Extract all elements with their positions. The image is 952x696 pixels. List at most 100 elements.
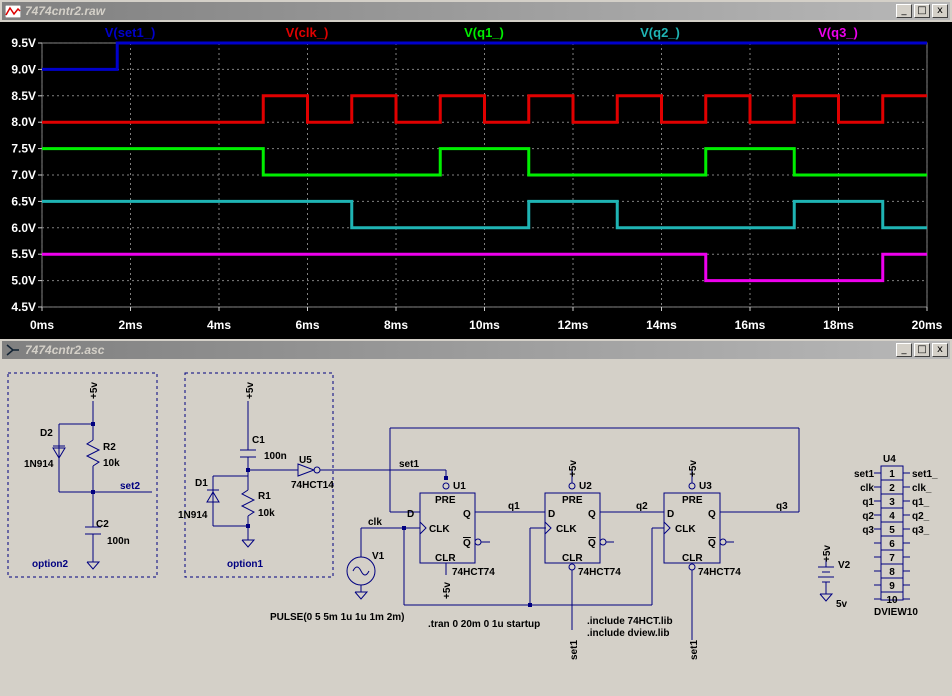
u1-pre: PRE — [435, 495, 456, 506]
dview-pin-number: 7 — [889, 553, 895, 564]
option1-label: option1 — [227, 559, 264, 570]
u2-label: U2 — [579, 481, 592, 492]
y-tick-label: 5.5V — [11, 247, 36, 261]
minimize-button[interactable]: _ — [896, 4, 912, 18]
dview-right-net: q2_ — [912, 511, 930, 522]
c1-value: 100n — [264, 451, 287, 462]
u3-pre: PRE — [682, 495, 703, 506]
v1-value: PULSE(0 5 5m 1u 1u 1m 2m) — [270, 612, 405, 623]
x-tick-label: 12ms — [558, 318, 589, 332]
v1-label: V1 — [372, 551, 385, 562]
minimize-button[interactable]: _ — [896, 343, 912, 357]
u1-vcc: +5v — [442, 582, 453, 599]
u4-label: U4 — [883, 454, 896, 465]
vcc-label-option2: +5v — [89, 382, 100, 399]
dview-pin-number: 10 — [886, 595, 898, 606]
schematic-canvas[interactable]: option2 option1 — [2, 361, 950, 691]
legend-entry[interactable]: V(q2_) — [640, 25, 680, 40]
u3-q: Q — [708, 509, 716, 520]
y-tick-label: 4.5V — [11, 300, 36, 314]
x-tick-label: 18ms — [823, 318, 854, 332]
u2-q: Q — [588, 509, 596, 520]
x-tick-label: 4ms — [207, 318, 231, 332]
q3-net-label: q3 — [776, 501, 788, 512]
dview-right-net: set1_ — [912, 469, 938, 480]
schematic-titlebar[interactable]: 7474cntr2.asc _ □ x — [2, 341, 950, 359]
close-button[interactable]: x — [932, 343, 948, 357]
include-74hct: .include 74HCT.lib — [587, 616, 673, 627]
series-line-3[interactable] — [42, 199, 927, 230]
dview-pin-number: 9 — [889, 581, 895, 592]
y-tick-label: 6.5V — [11, 194, 36, 208]
u3-vcc: +5v — [688, 460, 699, 477]
u2-qbar: Q — [588, 538, 596, 549]
u1-clk: CLK — [429, 524, 450, 535]
u5-label: U5 — [299, 455, 312, 466]
waveform-window: 7474cntr2.raw _ □ x 4.5V 5.0V 5.5V 6.0V 6.5V… — [0, 0, 952, 340]
series-line-0[interactable] — [42, 41, 927, 71]
q2-net-label: q2 — [636, 501, 648, 512]
legend-entry[interactable]: V(q1_) — [464, 25, 504, 40]
y-tick-label: 7.5V — [11, 142, 36, 156]
restore-button[interactable]: □ — [914, 4, 930, 18]
x-tick-label: 10ms — [469, 318, 500, 332]
series-line-1[interactable] — [42, 94, 927, 124]
v2-label: V2 — [838, 560, 851, 571]
dview-right-net: clk_ — [912, 483, 932, 494]
include-dview: .include dview.lib — [587, 628, 669, 639]
v2-value: 5v — [836, 599, 848, 610]
dview-left-net: q3 — [862, 525, 874, 536]
u2-model: 74HCT74 — [578, 567, 621, 578]
y-tick-label: 7.0V — [11, 168, 36, 182]
y-tick-label: 9.0V — [11, 62, 36, 76]
waveform-window-title: 7474cntr2.raw — [25, 4, 106, 18]
r2-label: R2 — [103, 442, 116, 453]
q1-net-label: q1 — [508, 501, 520, 512]
dview-pin-number: 4 — [889, 511, 895, 522]
x-tick-label: 6ms — [295, 318, 319, 332]
set1-u2-label: set1 — [569, 640, 580, 660]
u4-model: DVIEW10 — [874, 607, 918, 618]
u2-d: D — [548, 509, 555, 520]
dview-left-net: q1 — [862, 497, 874, 508]
u2-clk: CLK — [556, 524, 577, 535]
y-tick-label: 5.0V — [11, 274, 36, 288]
v2-vcc: +5v — [822, 545, 833, 562]
u3-clk: CLK — [675, 524, 696, 535]
u3-label: U3 — [699, 481, 712, 492]
legend-entry[interactable]: V(set1_) — [105, 25, 156, 40]
y-tick-label: 9.5V — [11, 36, 36, 50]
waveform-titlebar[interactable]: 7474cntr2.raw _ □ x — [2, 2, 950, 20]
close-button[interactable]: x — [932, 4, 948, 18]
y-tick-label: 8.5V — [11, 89, 36, 103]
waveform-plot[interactable]: 4.5V 5.0V 5.5V 6.0V 6.5V 7.0V 7.5V 8.0V 8.5V 9.0V… — [0, 22, 952, 340]
x-tick-label: 8ms — [384, 318, 408, 332]
dview-right-net: q1_ — [912, 497, 930, 508]
schematic-window: 7474cntr2.asc _ □ x option2 option1 — [0, 339, 952, 696]
schematic-window-title: 7474cntr2.asc — [25, 343, 105, 357]
restore-button[interactable]: □ — [914, 343, 930, 357]
option2-box — [7, 372, 158, 578]
u3-d: D — [667, 509, 674, 520]
y-tick-label: 6.0V — [11, 221, 36, 235]
u5-model: 74HCT14 — [291, 480, 334, 491]
legend-entry[interactable]: V(q3_) — [818, 25, 858, 40]
x-tick-label: 14ms — [646, 318, 677, 332]
d2-label: D2 — [40, 428, 53, 439]
clk-net-label: clk — [368, 517, 382, 528]
u3-model: 74HCT74 — [698, 567, 741, 578]
x-tick-label: 16ms — [735, 318, 766, 332]
set1-net-label: set1 — [399, 459, 419, 470]
u3-clr: CLR — [682, 553, 703, 564]
y-tick-label: 8.0V — [11, 115, 36, 129]
series-line-4[interactable] — [42, 252, 927, 283]
r1-label: R1 — [258, 491, 271, 502]
option1-box — [184, 372, 334, 578]
tran-directive: .tran 0 20m 0 1u startup — [428, 619, 540, 630]
option2-label: option2 — [32, 559, 69, 570]
u1-d: D — [407, 509, 414, 520]
u2-vcc: +5v — [568, 460, 579, 477]
series-line-2[interactable] — [42, 147, 927, 177]
legend-entry[interactable]: V(clk_) — [286, 25, 329, 40]
dview-left-net: q2 — [862, 511, 874, 522]
